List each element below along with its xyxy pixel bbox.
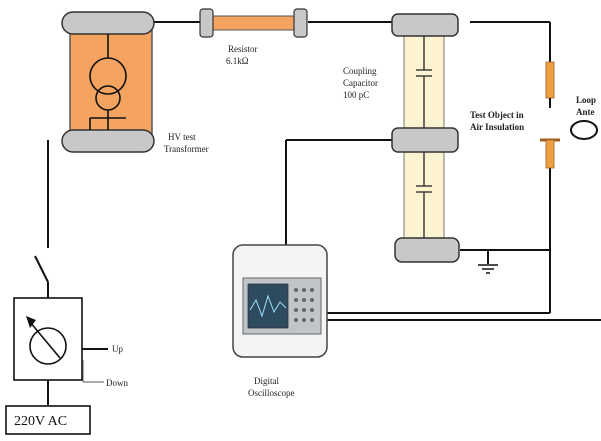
test-object-label-line2: Air Insulation	[470, 122, 524, 132]
oscilloscope-label-line2: Oscilloscope	[248, 388, 295, 398]
ground-icon	[478, 264, 498, 274]
hv-transformer	[61, 11, 155, 153]
source-label: 220V AC	[14, 414, 67, 429]
transformer-label-line1: HV test	[168, 132, 196, 142]
regulator-arrow-icon	[26, 316, 36, 328]
test-object	[540, 61, 560, 169]
capacitor-label-line1: Coupling	[343, 66, 377, 76]
transformer-symbol-icon	[89, 34, 127, 130]
regulator-down-label: Down	[106, 378, 128, 388]
capacitor-symbol-icon	[416, 36, 432, 238]
antenna-label-line1: Loop	[576, 95, 596, 105]
ac-source	[5, 405, 91, 435]
resistor	[199, 8, 308, 38]
capacitor-label-line3: 100 pC	[343, 90, 369, 100]
resistor-label: Resistor	[228, 44, 258, 54]
loop-antenna-icon	[570, 120, 598, 140]
voltage-regulator	[13, 297, 104, 383]
capacitor-label-line2: Capacitor	[343, 78, 378, 88]
digital-oscilloscope	[232, 244, 328, 358]
oscilloscope-label-line1: Digital	[254, 376, 279, 386]
coupling-capacitor	[391, 13, 460, 263]
test-object-label-line1: Test Object in	[470, 110, 524, 120]
wiring	[34, 21, 601, 405]
regulator-up-label: Up	[112, 344, 123, 354]
antenna-label-line2: Ante	[576, 107, 595, 117]
transformer-label-line2: Transformer	[164, 144, 209, 154]
resistor-value: 6.1kΩ	[226, 56, 249, 66]
